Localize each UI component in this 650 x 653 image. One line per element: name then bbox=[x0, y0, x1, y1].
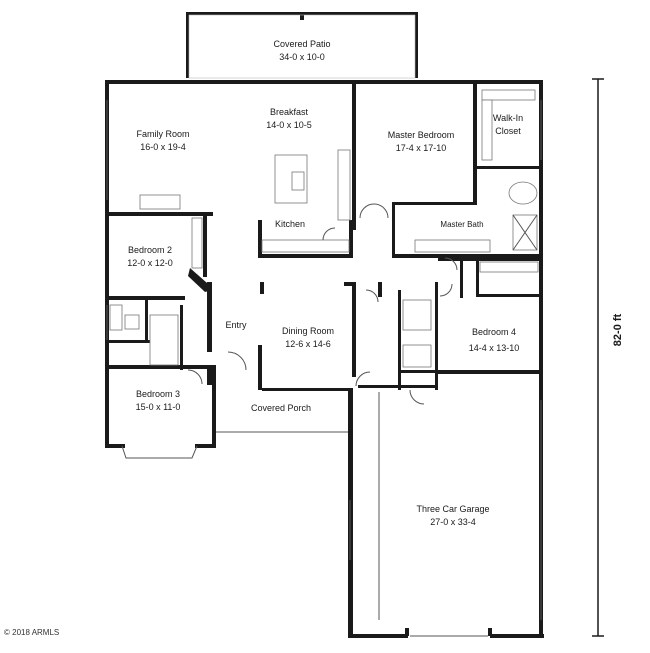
kitchen-label: Kitchen bbox=[275, 219, 305, 229]
bedroom-2-size: 12-0 x 12-0 bbox=[127, 258, 173, 268]
garage-label: Three Car Garage bbox=[416, 504, 489, 514]
family-room-size: 16-0 x 19-4 bbox=[140, 142, 186, 152]
overall-dimension-label: 82-0 ft bbox=[612, 313, 624, 346]
bedroom-3-size: 15-0 x 11-0 bbox=[136, 402, 181, 412]
family-room-label: Family Room bbox=[136, 129, 189, 139]
dining-room-label: Dining Room bbox=[282, 326, 334, 336]
walk-in-closet-label-1: Walk-In bbox=[493, 113, 523, 123]
covered-patio-outline bbox=[186, 12, 418, 79]
master-bedroom-label: Master Bedroom bbox=[388, 130, 455, 140]
overall-dimension-line bbox=[592, 78, 604, 637]
bedroom-4-label: Bedroom 4 bbox=[472, 327, 516, 337]
bedroom-2-label: Bedroom 2 bbox=[128, 245, 172, 255]
bedroom-3-label: Bedroom 3 bbox=[136, 389, 180, 399]
walk-in-closet-label-2: Closet bbox=[495, 126, 521, 136]
covered-patio-size: 34-0 x 10-0 bbox=[279, 52, 325, 62]
entry-label: Entry bbox=[225, 320, 247, 330]
covered-patio-label: Covered Patio bbox=[273, 39, 330, 49]
master-bath-label: Master Bath bbox=[440, 220, 483, 229]
door-swings bbox=[187, 203, 458, 405]
breakfast-size: 14-0 x 10-5 bbox=[266, 120, 312, 130]
fixtures bbox=[109, 89, 539, 368]
windows bbox=[106, 100, 542, 637]
breakfast-label: Breakfast bbox=[270, 107, 309, 117]
covered-porch-label: Covered Porch bbox=[251, 403, 311, 413]
dining-room-size: 12-6 x 14-6 bbox=[285, 339, 331, 349]
bedroom-4-size: 14-4 x 13-10 bbox=[469, 343, 520, 353]
garage-size: 27-0 x 33-4 bbox=[430, 517, 476, 527]
interior-walls bbox=[105, 80, 543, 390]
copyright-text: © 2018 ARMLS bbox=[4, 628, 59, 637]
master-bedroom-size: 17-4 x 17-10 bbox=[396, 143, 447, 153]
